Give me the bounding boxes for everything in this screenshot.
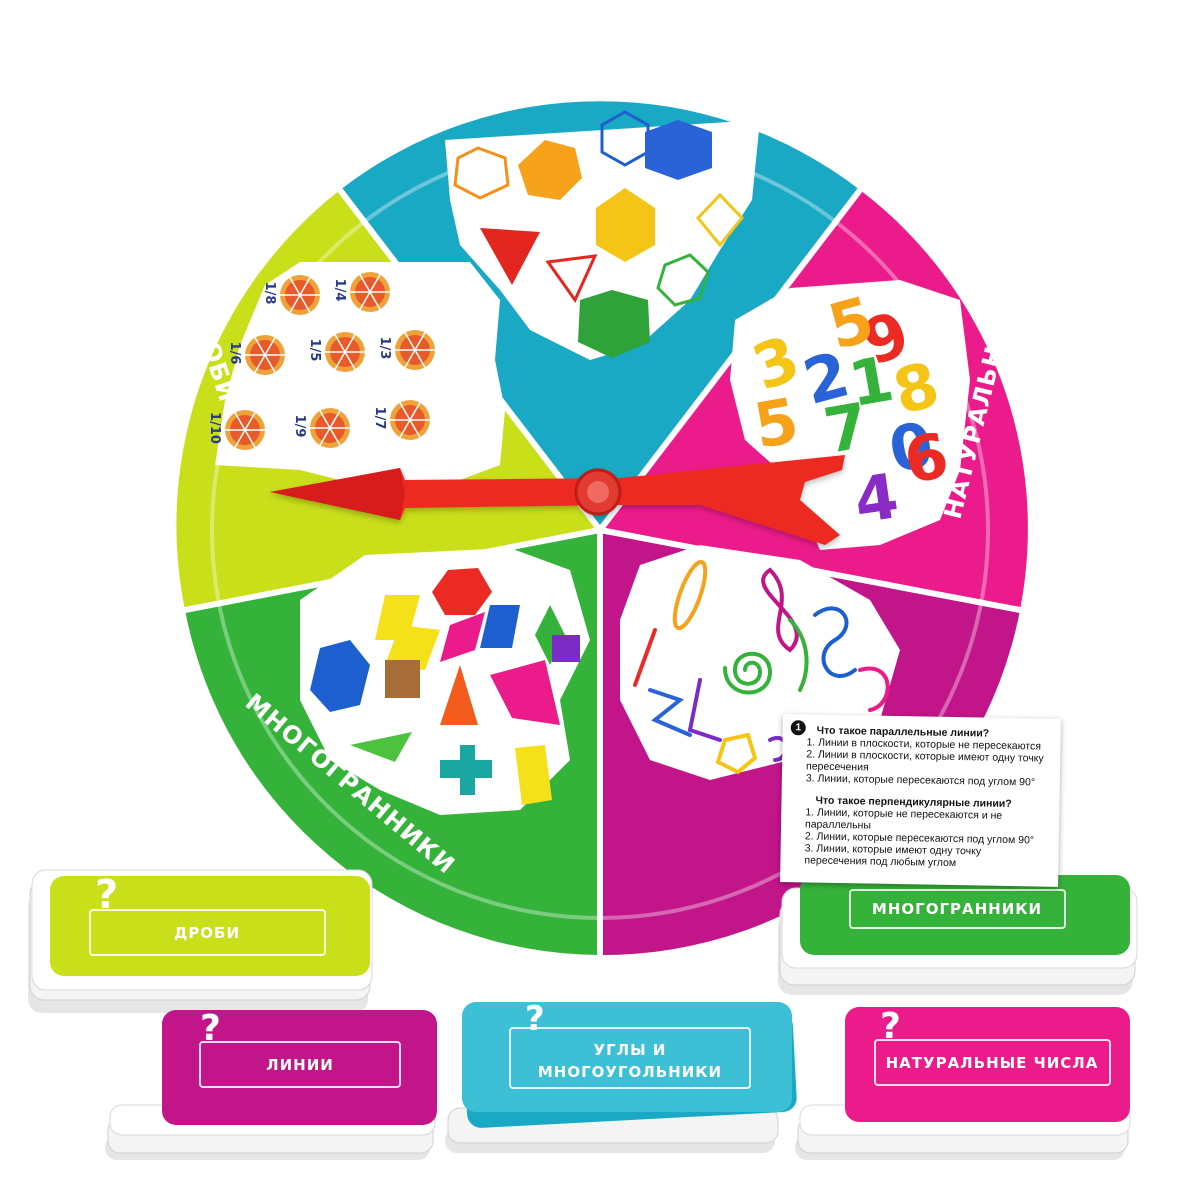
card-label-frame-linii — [199, 1041, 401, 1088]
card-deck-linii[interactable]: ? ЛИНИИ — [105, 1008, 437, 1160]
pizza-icon — [245, 335, 285, 375]
fraction-label: 1/4 — [332, 279, 347, 302]
brown-rhombus-icon — [385, 660, 420, 698]
orange-ellipse-icon — [672, 559, 708, 631]
red-hexagon-icon — [432, 568, 492, 615]
pizza-icon — [390, 400, 430, 440]
arrow-pivot-cap — [587, 481, 609, 503]
pizza-fractions: 1/8 1/4 1/6 1/5 1/3 1/10 1/9 1/7 — [207, 272, 435, 450]
pentagon-outline-icon — [715, 732, 758, 775]
pink-circle-icon — [858, 666, 890, 712]
card-deck-drobi[interactable]: ? ДРОБИ — [28, 869, 373, 1013]
card-label-naturalnye: НАТУРАЛЬНЫЕ ЧИСЛА — [886, 1054, 1099, 1072]
splash-naturalnye — [730, 280, 970, 550]
question-2-option-3: 3. Линии, которые имеют одну точку перес… — [804, 842, 982, 870]
pizza-icon — [350, 272, 390, 312]
fraction-label: 1/10 — [207, 412, 222, 444]
fraction-label: 1/8 — [262, 282, 277, 305]
sector-title-ugly: УГЛЫ И МНОГОУГОЛЬНИКИ — [396, 76, 805, 104]
card-label-frame-naturalnye — [874, 1039, 1111, 1086]
card-label-ugly: УГЛЫ И — [594, 1041, 667, 1059]
green-triangle-icon — [350, 732, 412, 762]
card-label-drobi: ДРОБИ — [174, 924, 240, 942]
fraction-label: 1/3 — [377, 337, 392, 360]
blue-s-curve-icon — [813, 606, 857, 678]
card-label-frame-ugly — [509, 1027, 751, 1089]
fraction-label: 1/5 — [307, 339, 322, 362]
question-card-number: 1 — [790, 720, 806, 736]
card-face-ugly[interactable] — [462, 1002, 792, 1112]
pizza-icon — [395, 330, 435, 370]
angle-line-icon — [687, 678, 722, 742]
polyhedra-icons — [453, 110, 744, 358]
card-label-linii: ЛИНИИ — [266, 1056, 334, 1074]
card-label-frame-mnogogranniki — [849, 889, 1066, 929]
pizza-icon — [225, 410, 265, 450]
card-label-mnogogranniki: МНОГОГРАННИКИ — [872, 900, 1042, 918]
magenta-trapezoid-icon — [490, 660, 560, 725]
polygon-shapes — [310, 568, 580, 805]
dodecahedron-icon — [453, 146, 510, 200]
card-deck-mnogogranniki[interactable]: МНОГОГРАННИКИ — [778, 875, 1138, 995]
card-label-frame-drobi — [89, 909, 326, 956]
card-face-naturalnye[interactable] — [845, 1007, 1130, 1122]
octahedron-outline-icon — [696, 192, 744, 248]
digit-4: 4 — [850, 459, 903, 537]
fraction-label: 1/6 — [227, 342, 242, 365]
green-curve-icon — [788, 618, 809, 692]
question-card[interactable]: 1 Что такое параллельные линии? 1. Линии… — [780, 714, 1061, 887]
spiral-icon — [723, 651, 773, 695]
pizza-icon — [310, 408, 350, 448]
red-tetrahedron-icon — [480, 228, 540, 285]
card-face-mnogogranniki[interactable] — [800, 875, 1130, 955]
spinner-arrow[interactable] — [270, 455, 845, 545]
pizza-icon — [280, 275, 320, 315]
orange-polyhedron-icon — [518, 140, 582, 200]
fraction-label: 1/7 — [372, 407, 387, 430]
card-face-drobi[interactable] — [50, 876, 370, 976]
question-mark-icon: ? — [200, 1008, 221, 1049]
pink-diamond-icon — [440, 612, 485, 662]
card-deck-ugly[interactable]: ? УГЛЫ И МНОГОУГОЛЬНИКИ — [445, 999, 797, 1153]
blue-rhombus-icon — [480, 605, 520, 648]
pizza-icon — [325, 332, 365, 372]
card-deck-naturalnye[interactable]: ? НАТУРАЛЬНЫЕ ЧИСЛА — [795, 1006, 1131, 1160]
yellow-polyhedron-icon — [596, 188, 655, 262]
orange-triangle-icon — [440, 665, 478, 725]
infinity-icon — [761, 567, 799, 653]
question-mark-icon: ? — [95, 872, 118, 918]
cube-outline-icon — [656, 253, 710, 307]
line-shapes — [633, 559, 890, 775]
zigzag-icon — [648, 688, 692, 737]
splash-drobi — [215, 262, 505, 485]
purple-square-icon — [552, 635, 580, 662]
tetrahedron-outline-icon — [545, 254, 598, 303]
icosahedron-icon — [600, 110, 650, 167]
teal-cross-icon — [440, 745, 492, 795]
yellow-rectangle-icon — [515, 745, 552, 805]
green-cube-icon — [578, 290, 650, 358]
fraction-label: 1/9 — [292, 415, 307, 438]
blue-hexagon-icon — [310, 640, 370, 712]
yellow-diamond-icon — [385, 625, 440, 670]
arrow-tip[interactable] — [270, 468, 405, 520]
arrow-body[interactable] — [270, 455, 845, 545]
card-label-ugly-line2: МНОГОУГОЛЬНИКИ — [538, 1063, 722, 1081]
question-mark-icon: ? — [880, 1006, 901, 1047]
blue-polyhedron-icon — [645, 120, 712, 180]
question-mark-icon: ? — [525, 999, 545, 1039]
card-face-linii[interactable] — [162, 1010, 437, 1125]
red-line-icon — [633, 628, 657, 687]
